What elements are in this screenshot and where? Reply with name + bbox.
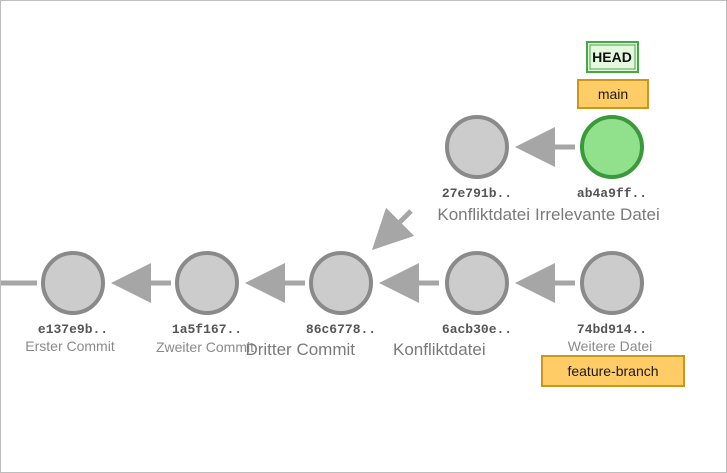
head-ref-box <box>586 41 639 73</box>
commit-node-1a5f167[interactable] <box>175 251 239 315</box>
commit-hash: ab4a9ff.. <box>577 186 647 201</box>
commit-node-ab4a9ff-head[interactable] <box>580 115 644 179</box>
branch-main-box <box>577 79 649 109</box>
edge-27e791b-to-86c6778 <box>371 207 415 251</box>
commit-message: Zweiter Commit <box>156 339 254 355</box>
head-ref[interactable]: HEAD <box>586 41 639 73</box>
commit-hash: 86c6778.. <box>306 322 376 337</box>
branch-ref-feature[interactable]: feature-branch <box>541 355 685 387</box>
commit-hash: 27e791b.. <box>442 186 512 201</box>
branch-ref-main[interactable]: main <box>577 79 649 109</box>
commit-message: Konfliktdatei <box>437 205 530 224</box>
commit-hash: e137e9b.. <box>38 322 108 337</box>
commit-hashes: e137e9b.. 1a5f167.. 86c6778.. 6acb30e.. … <box>38 186 647 337</box>
commit-message: Erster Commit <box>25 338 115 354</box>
branch-feature-label: feature-branch <box>567 363 658 379</box>
commit-message: Dritter Commit <box>245 340 355 359</box>
commit-node-27e791b[interactable] <box>445 115 509 179</box>
commit-node-86c6778[interactable] <box>309 251 373 315</box>
branch-main-label: main <box>598 86 628 102</box>
head-label: HEAD <box>592 49 632 65</box>
commit-node-e137e9b[interactable] <box>41 251 105 315</box>
commit-hash: 6acb30e.. <box>442 322 512 337</box>
commit-node-6acb30e[interactable] <box>445 251 509 315</box>
commit-node-74bd914[interactable] <box>580 251 644 315</box>
branch-feature-box <box>541 355 685 387</box>
commit-message: Weitere Datei <box>568 338 653 354</box>
edges <box>1 127 575 303</box>
commit-message: Irrelevante Datei <box>535 205 660 224</box>
commit-hash: 74bd914.. <box>577 322 647 337</box>
commit-message: Konfliktdatei <box>393 340 486 359</box>
head-ref-inner-border <box>589 44 636 70</box>
commit-nodes <box>41 115 644 315</box>
commit-messages: Erster Commit Zweiter Commit Dritter Com… <box>25 205 659 359</box>
commit-hash: 1a5f167.. <box>172 322 242 337</box>
